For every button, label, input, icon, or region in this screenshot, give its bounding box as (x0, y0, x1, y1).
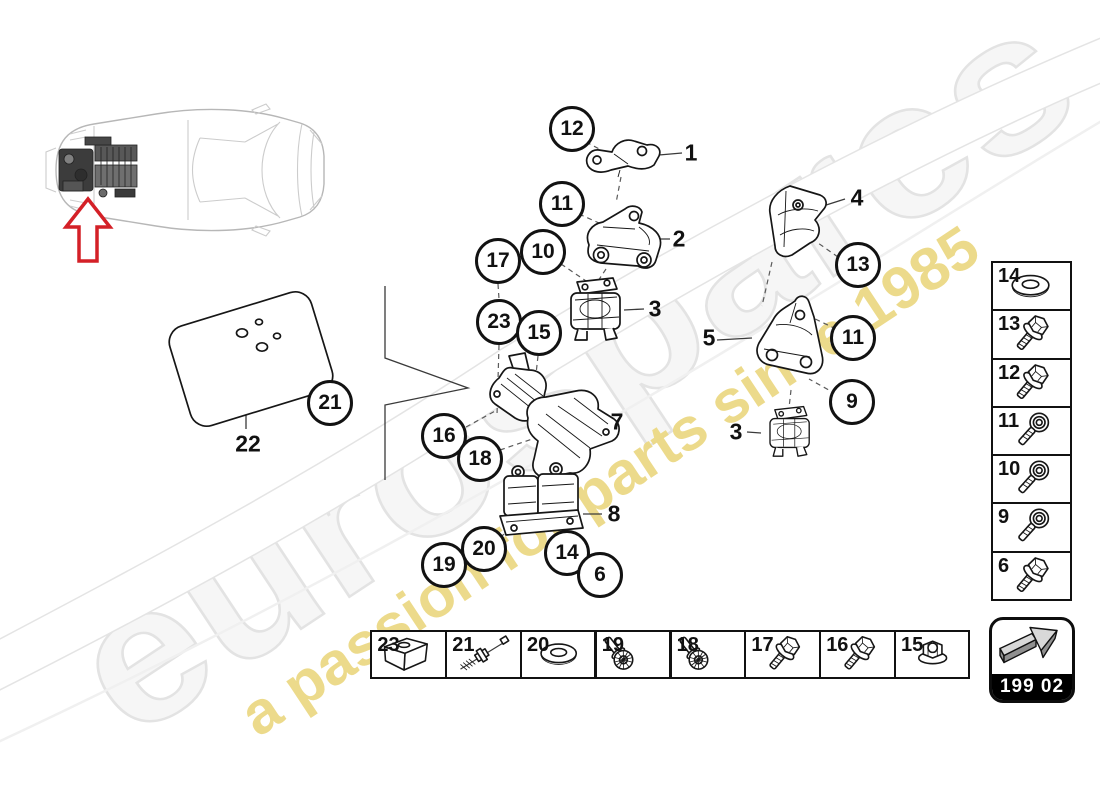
diagram-ref-code: 199 02 (992, 674, 1072, 700)
hardware-cell-number: 14 (998, 265, 1021, 287)
hardware-cell-20[interactable]: 20 (520, 630, 597, 679)
hardware-cell-12[interactable]: 12 (991, 357, 1072, 408)
callout-9[interactable]: 9 (829, 379, 875, 425)
hardware-cell-17[interactable]: 17 (744, 630, 821, 679)
part-label-1: 1 (684, 139, 698, 166)
hardware-cell-number: 10 (998, 458, 1021, 481)
part-label-3b: 3 (729, 418, 743, 445)
part-5-securing-bracket (756, 295, 824, 375)
hardware-cell-14[interactable]: 14 (991, 261, 1072, 312)
hardware-cell-11[interactable]: 11 (991, 405, 1072, 457)
part-label-4: 4 (850, 184, 864, 211)
part-22-cover-plate (168, 291, 334, 427)
hardware-cell-21[interactable]: 21 (445, 630, 522, 679)
part-4-heat-shield (768, 185, 827, 258)
hardware-cell-number: 13 (998, 313, 1021, 336)
hardware-cell-number: 6 (998, 554, 1010, 577)
hardware-cell-number: 11 (998, 409, 1020, 432)
part-label-2: 2 (672, 225, 686, 252)
callout-20[interactable]: 20 (461, 526, 507, 572)
hardware-cell-15[interactable]: 15 (893, 630, 971, 679)
hardware-cell-number: 19 (601, 634, 625, 656)
callout-12[interactable]: 12 (549, 106, 595, 152)
car-top-view-illustration (45, 103, 325, 237)
part-3-hydro-mount-right (769, 405, 810, 457)
part-label-22: 22 (235, 430, 261, 457)
callout-23[interactable]: 23 (476, 299, 522, 345)
part-label-8: 8 (607, 500, 621, 527)
callout-6[interactable]: 6 (577, 552, 623, 598)
hardware-row: 23 21 20 19 18 17 16 15 (370, 630, 971, 679)
callout-21[interactable]: 21 (307, 380, 353, 426)
hardware-cell-number: 17 (751, 634, 774, 656)
callout-19[interactable]: 19 (421, 542, 467, 588)
hardware-cell-number: 20 (527, 634, 550, 656)
engine-illustration (58, 136, 138, 198)
arrow-3d-icon (999, 626, 1058, 664)
callout-15[interactable]: 15 (516, 310, 562, 356)
diagram-ref-box[interactable]: 199 02 (989, 617, 1075, 703)
hardware-cell-23[interactable]: 23 (370, 630, 447, 679)
hardware-cell-number: 23 (377, 634, 400, 656)
hardware-cell-number: 16 (826, 634, 849, 656)
hardware-cell-number: 21 (452, 634, 475, 656)
part-2-engine-mount-bracket (586, 205, 662, 269)
callout-11[interactable]: 11 (539, 181, 585, 227)
callout-18[interactable]: 18 (457, 436, 503, 482)
hardware-cell-16[interactable]: 16 (819, 630, 896, 679)
part-8-gearbox-mount (499, 462, 584, 536)
hardware-cell-number: 12 (998, 361, 1021, 384)
part-7-heat-shield-right (526, 389, 620, 479)
hardware-cell-13[interactable]: 13 (991, 309, 1072, 360)
hardware-cell-6[interactable]: 6 (991, 550, 1072, 602)
part-label-3: 3 (648, 295, 662, 322)
hardware-cell-number: 18 (676, 634, 699, 656)
part-1-support-bracket (585, 139, 661, 178)
hardware-cell-number: 15 (900, 634, 924, 656)
callout-17[interactable]: 17 (475, 238, 521, 284)
hardware-cell-10[interactable]: 10 (991, 454, 1072, 505)
red-location-arrow (62, 196, 114, 263)
callout-13[interactable]: 13 (835, 242, 881, 288)
hardware-cell-19[interactable]: 19 (594, 630, 672, 679)
hardware-cell-9[interactable]: 9 (991, 502, 1072, 553)
hardware-cell-number: 9 (998, 506, 1010, 529)
callout-10[interactable]: 10 (520, 229, 566, 275)
group-bracket-line (384, 286, 471, 480)
part-label-5: 5 (702, 324, 716, 351)
hardware-cell-18[interactable]: 18 (669, 630, 746, 679)
part-label-7: 7 (610, 408, 624, 435)
hardware-column: 14 13 12 11 10 9 6 (991, 261, 1072, 602)
callout-11b[interactable]: 11 (830, 315, 876, 361)
